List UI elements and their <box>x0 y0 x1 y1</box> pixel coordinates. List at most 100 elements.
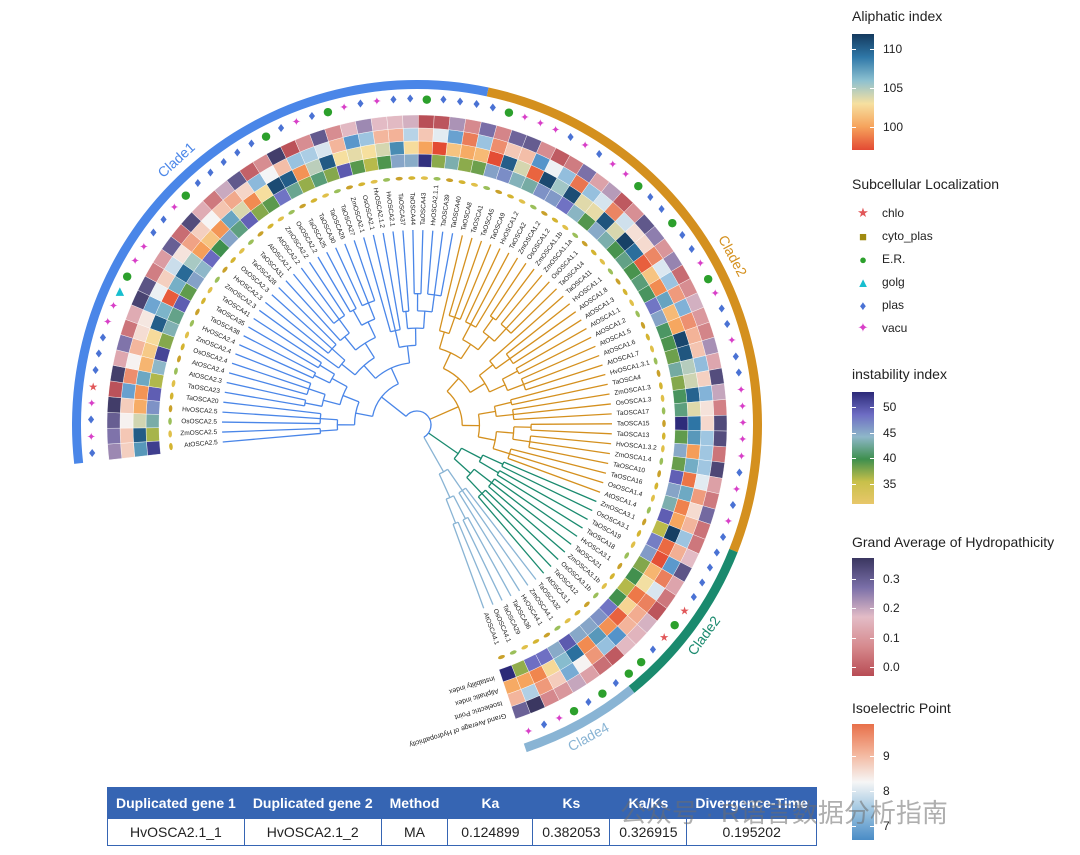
tree-branch <box>222 421 321 425</box>
legend-tick-label: 100 <box>883 119 904 134</box>
tree-branch <box>452 521 459 525</box>
tree-root <box>405 410 432 438</box>
tree-branch <box>505 303 571 355</box>
tree-branch <box>452 523 485 609</box>
leaf-icon <box>207 286 213 294</box>
localization-symbol: ✦ <box>103 315 112 328</box>
heatmap-cell <box>402 127 419 142</box>
tree-branch <box>363 237 392 332</box>
leaf-icon <box>656 369 661 377</box>
gravy-colorbar <box>852 558 874 676</box>
tree-branch <box>406 345 411 364</box>
heatmap-cell <box>672 443 688 459</box>
localization-symbol: ✦ <box>621 168 630 181</box>
localization-symbol: ● <box>569 704 579 717</box>
leaf-icon <box>507 194 514 199</box>
localization-symbol: ● <box>422 93 432 106</box>
leaf-icon <box>636 530 642 537</box>
tip-label: TaOSCA4 <box>612 374 642 387</box>
leaf-icon <box>629 299 635 307</box>
tree-branch <box>492 431 498 449</box>
tree-branch <box>513 413 612 421</box>
tree-branch <box>501 378 509 391</box>
leaf-icon <box>622 288 628 296</box>
tree-branch <box>512 438 530 443</box>
tree-branch <box>222 432 321 443</box>
leaf-icon <box>662 419 666 428</box>
tree-branch <box>428 432 459 455</box>
legend-item-label: golg <box>882 275 905 289</box>
heatmap-cell <box>370 116 389 132</box>
tree-branch <box>513 403 611 416</box>
tree-branch <box>460 343 472 360</box>
leaf-icon <box>530 204 537 210</box>
localization-symbol: ● <box>636 655 646 668</box>
legend-tick-mark <box>852 407 856 409</box>
legend-tick-mark <box>870 126 874 128</box>
tree-branch <box>452 495 467 520</box>
tree-branch <box>478 436 496 441</box>
heatmap-cell <box>670 374 686 391</box>
tree-branch <box>457 521 494 605</box>
heatmap-cell <box>122 367 139 385</box>
leaf-icon <box>201 297 206 305</box>
tree-branch <box>477 496 545 574</box>
tree-branch <box>235 353 311 385</box>
legend-tick-mark <box>870 432 874 434</box>
localization-symbol: ♦ <box>731 350 741 363</box>
legend-tick-mark <box>852 458 856 460</box>
tree-branch <box>493 328 507 342</box>
legend-tick-mark <box>852 608 856 610</box>
tree-branch <box>464 248 501 323</box>
localization-symbol: ♦ <box>232 146 242 159</box>
tree-branch <box>478 364 494 376</box>
heatmap-cell <box>107 396 122 414</box>
heatmap-cell <box>674 429 689 445</box>
tree-branch <box>448 237 473 316</box>
leaf-icon <box>657 470 662 478</box>
tree-branch <box>507 448 512 459</box>
localization-symbol: ♦ <box>718 531 728 544</box>
localization-symbol: ● <box>181 189 191 202</box>
localization-symbol: ✦ <box>724 515 733 528</box>
legend-tick-mark <box>852 432 856 434</box>
tip-label: HvOSCA2.5 <box>182 406 218 415</box>
heatmap-cell <box>146 399 161 415</box>
tree-branch <box>478 410 496 415</box>
tree-branch <box>488 478 496 487</box>
localization-symbol: ♦ <box>734 367 744 380</box>
duplication-table: Duplicated gene 1 Duplicated gene 2 Meth… <box>107 787 817 846</box>
localization-symbol: ▲ <box>116 284 125 297</box>
tree-branch <box>367 302 376 320</box>
localization-symbol: ♦ <box>98 331 108 344</box>
table-cell: MA <box>380 818 449 846</box>
tip-label: TaOSCA39 <box>440 194 451 228</box>
localization-symbol: ✦ <box>524 725 533 738</box>
legend-tick-mark <box>852 667 856 669</box>
localization-symbol: ♦ <box>539 719 549 732</box>
tree-branch <box>352 309 363 326</box>
tree-branch <box>313 374 331 384</box>
legend-tick-mark <box>852 825 856 827</box>
legend-tick-label: 9 <box>883 748 890 763</box>
tip-label: TaOSCA13 <box>617 431 650 439</box>
legend-tick-label: 40 <box>883 451 897 466</box>
localization-symbol: ♦ <box>355 97 365 110</box>
tree-branch <box>390 328 401 333</box>
table-header: Duplicated gene 1 <box>107 787 245 819</box>
legend-symbol-icon: ▲ <box>856 274 870 290</box>
tree-branch <box>529 441 610 455</box>
tree-branch <box>496 413 514 418</box>
heatmap-cell <box>133 441 148 458</box>
localization-symbol: ♦ <box>677 229 687 242</box>
tree-branch <box>488 486 566 553</box>
tree-branch <box>491 482 572 545</box>
leaf-icon <box>509 650 517 655</box>
tree-branch <box>509 453 604 484</box>
localization-legend-item: ■cyto_plas <box>852 225 933 247</box>
heatmap-cell <box>145 427 160 442</box>
leaf-icon <box>572 232 579 238</box>
tree-branch <box>222 427 321 433</box>
leaf-icon <box>184 331 190 339</box>
legend-tick-mark <box>870 608 874 610</box>
